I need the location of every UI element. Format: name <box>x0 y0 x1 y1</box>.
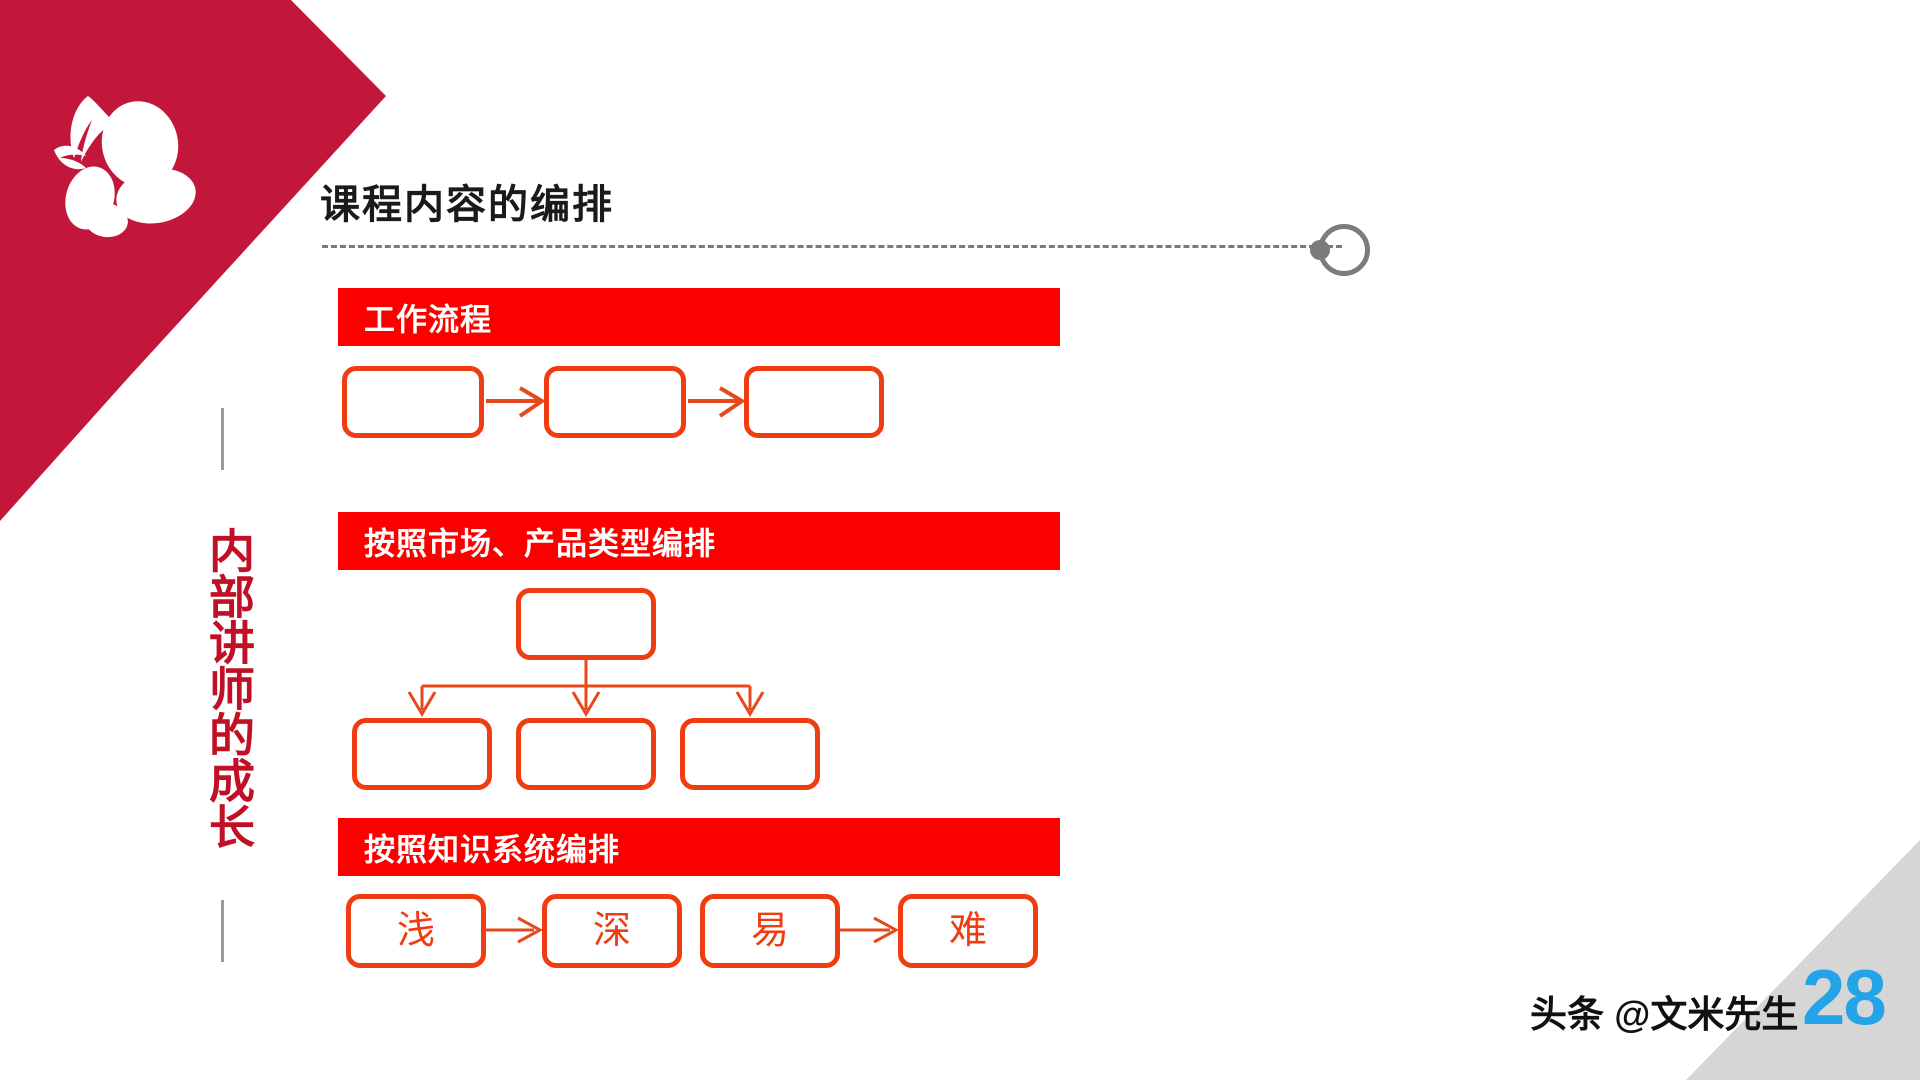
paired-flow-diagram: 浅 深 易 难 <box>338 876 1098 986</box>
section-market-product: 按照市场、产品类型编排 <box>338 512 1098 790</box>
tree-parent-node[interactable] <box>516 588 656 660</box>
pair1-to-node[interactable]: 深 <box>542 894 682 968</box>
butterfly-logo-icon <box>54 96 196 238</box>
page-number: 28 <box>1802 953 1887 1041</box>
flow-node-2[interactable] <box>544 366 686 438</box>
pair2-to-node[interactable]: 难 <box>898 894 1038 968</box>
section-work-process: 工作流程 <box>338 288 1098 442</box>
watermark-handle: 头条 @文米先生 <box>1530 994 1799 1035</box>
pair2-from-node[interactable]: 易 <box>700 894 840 968</box>
section-banner-label-3: 按照知识系统编排 <box>364 832 620 868</box>
page-title: 课程内容的编排 <box>320 183 614 227</box>
tree-child-node-3[interactable] <box>680 718 820 790</box>
watermark-corner-triangle <box>1686 840 1920 1080</box>
title-dotted-rule <box>322 245 1342 248</box>
section-banner-2: 按照市场、产品类型编排 <box>338 512 1060 570</box>
linear-flow-diagram <box>338 346 1098 442</box>
pair1-from-node[interactable]: 浅 <box>346 894 486 968</box>
caption-rule-top <box>221 408 224 470</box>
title-rule-end-circle-icon <box>1318 224 1370 276</box>
vertical-caption: 内部讲师的成长 <box>203 527 255 849</box>
tree-child-node-2[interactable] <box>516 718 656 790</box>
section-banner-label-1: 工作流程 <box>364 302 492 338</box>
caption-rule-bottom <box>221 900 224 962</box>
section-banner-label-2: 按照市场、产品类型编排 <box>364 526 716 562</box>
red-corner-banner <box>0 0 386 521</box>
page-title-block: 课程内容的编排 <box>320 182 1380 262</box>
section-knowledge-system: 按照知识系统编排 浅 深 易 难 <box>338 818 1098 986</box>
section-banner-1: 工作流程 <box>338 288 1060 346</box>
flow-node-3[interactable] <box>744 366 884 438</box>
tree-diagram <box>338 570 1098 790</box>
flow-node-1[interactable] <box>342 366 484 438</box>
tree-child-node-1[interactable] <box>352 718 492 790</box>
section-banner-3: 按照知识系统编排 <box>338 818 1060 876</box>
